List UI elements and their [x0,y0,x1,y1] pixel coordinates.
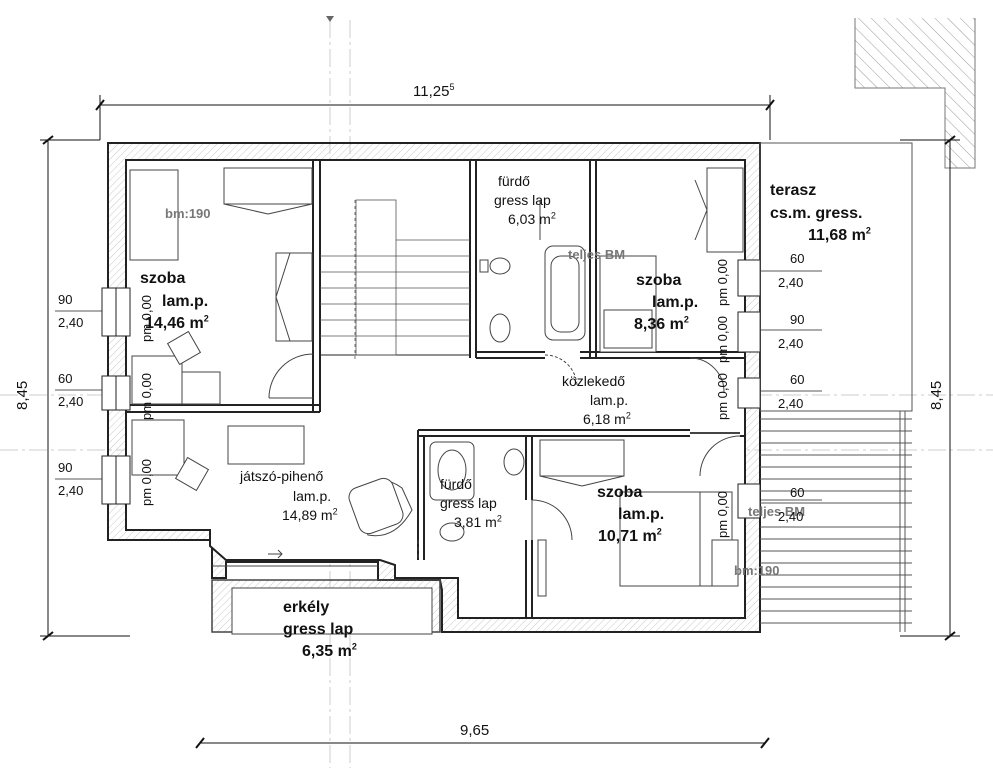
staircase [320,199,470,360]
szoba-2-furniture [599,167,744,353]
room-erkely-floor: gress lap [283,621,354,638]
room-terasz-floor: cs.m. gress. [770,205,863,222]
bottom-width-dimension: 9,65 [460,722,490,739]
room-szoba-2-area: 8,36 m2 [634,314,689,333]
window-right-4-height: 2,40 [778,509,804,524]
room-kozlekedo-name: közlekedő [562,373,626,389]
window-left-1-height: 2,40 [58,315,84,330]
bath-1-fixtures [479,200,586,343]
left-windows [101,287,131,505]
bath-2-fixtures [429,441,525,542]
pm-label-3: pm 0,00 [139,459,154,506]
window-left-3-height: 2,40 [58,483,84,498]
room-erkely-area: 6,35 m2 [302,641,357,660]
room-szoba-1-area: 14,46 m2 [145,313,209,332]
room-terasz-name: terasz [770,182,817,199]
window-right-4-width: 60 [790,485,805,500]
room-szoba-2-floor: lam.p. [652,294,699,311]
room-furdo-2-area: 3,81 m2 [454,513,502,530]
window-left-3-width: 90 [58,460,73,475]
room-szoba-1-floor: lam.p. [162,293,209,310]
room-szoba-2-name: szoba [636,272,682,289]
interior-walls [126,160,745,618]
window-right-2-height: 2,40 [778,336,804,351]
room-furdo-1-name: fürdő [498,173,530,189]
north-marker [326,16,334,22]
window-right-1-height: 2,40 [778,275,804,290]
window-right-3-height: 2,40 [778,396,804,411]
note-teljes-bm-top: teljes BM [568,247,626,262]
window-right-2-width: 90 [790,312,805,327]
window-left-1-width: 90 [58,292,73,307]
window-left-2-width: 60 [58,371,73,386]
pm-label-5: pm 0,00 [715,316,730,363]
top-width-dimension: 11,255 [413,82,455,101]
room-szoba-3-name: szoba [597,484,643,501]
room-kozlekedo-floor: lam.p. [590,392,629,408]
pm-label-1: pm 0,00 [139,295,154,342]
neighbour-building [854,18,976,169]
pm-label-4: pm 0,00 [715,259,730,306]
room-szoba-3-area: 10,71 m2 [598,526,662,545]
note-bm-190-left: bm:190 [165,206,211,221]
window-right-3-width: 60 [790,372,805,387]
room-szoba-1-name: szoba [140,270,186,287]
room-furdo-2-name: fürdő [440,476,472,492]
window-right-1-width: 60 [790,251,805,266]
room-kozlekedo-area: 6,18 m2 [583,410,631,427]
room-szoba-3-floor: lam.p. [618,506,665,523]
room-terasz-area: 11,68 m2 [808,225,871,244]
left-height-dimension: 8,45 [14,380,31,410]
room-furdo-2-floor: gress lap [440,495,497,511]
room-furdo-1-floor: gress lap [494,192,551,208]
dimension-lines [40,95,960,749]
pm-label-6: pm 0,00 [715,373,730,420]
pm-label-7: pm 0,00 [715,491,730,538]
door-swings [268,353,741,560]
room-furdo-1-area: 6,03 m2 [508,210,556,227]
window-left-2-height: 2,40 [58,394,84,409]
right-windows [737,259,761,519]
note-bm-190-right: bm:190 [734,563,780,578]
terrace [759,142,913,632]
pm-label-2: pm 0,00 [139,373,154,420]
furniture [129,167,413,537]
szoba-3-furniture [537,439,739,597]
balcony [211,549,441,635]
room-jatszo-floor: lam.p. [293,488,332,504]
note-teljes-bm-bottom: teljes BM [748,504,806,519]
room-erkely-name: erkély [283,599,330,616]
room-jatszo-name: játszó-pihenő [240,468,324,484]
room-jatszo-area: 14,89 m2 [282,506,338,523]
right-height-dimension: 8,45 [928,380,945,410]
